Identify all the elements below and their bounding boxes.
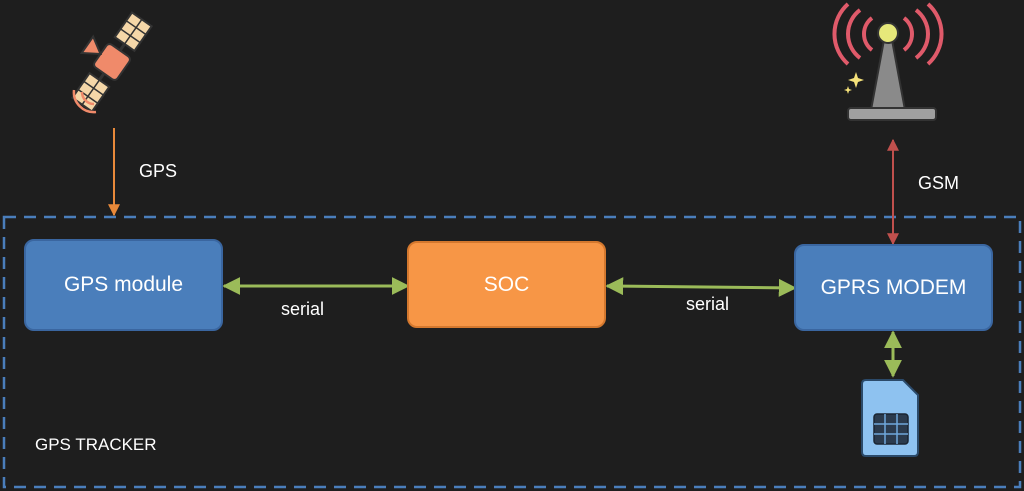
gps-edge-label: GPS (139, 161, 178, 181)
gsm-edge-label: GSM (918, 173, 960, 193)
sim-card-icon (861, 379, 919, 457)
soc-box: SOC (407, 241, 606, 328)
cell-tower-icon (832, 2, 944, 121)
gps-tracker-label: GPS TRACKER (35, 435, 157, 454)
gps-module-label: GPS module (63, 273, 184, 296)
gprs-modem-box: GPRS MODEM (794, 244, 993, 331)
soc-label: SOC (483, 272, 530, 296)
serial-right-label: serial (686, 294, 730, 314)
serial-arrow-right (605, 277, 797, 297)
gps-tracker-boundary (2, 215, 1022, 489)
gprs-modem-label: GPRS MODEM (820, 275, 967, 299)
serial-left-label: serial (281, 299, 325, 319)
gps-module-box: GPS module (24, 239, 223, 331)
satellite-icon (70, 11, 154, 114)
